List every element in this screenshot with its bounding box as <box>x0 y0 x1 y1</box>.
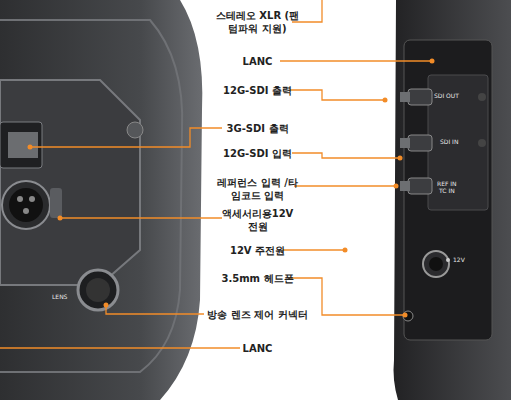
part-label: LANC <box>215 55 300 68</box>
part-label: 12V 주전원 <box>215 244 300 257</box>
knob <box>127 122 143 138</box>
part-label: 12G-SDI 입력 <box>215 147 300 160</box>
camera-body <box>0 0 202 400</box>
camera-side <box>394 0 511 400</box>
part-label: 레퍼런스 입력 /타임코드 입력 <box>215 176 300 202</box>
bnc-connector <box>400 89 486 105</box>
panel-marking: 12V <box>453 257 483 263</box>
leader-line <box>0 0 432 348</box>
panel-marking: LENS <box>52 294 82 300</box>
xlr-connector <box>2 181 50 229</box>
xlr-pin <box>23 208 29 214</box>
part-label: 12G-SDI 출력 <box>215 84 300 97</box>
part-label: 스테레오 XLR (팬텀파워 지원) <box>215 9 300 35</box>
power-connector <box>423 251 450 277</box>
sdi-connector <box>0 122 42 168</box>
sdi-connector <box>8 132 38 158</box>
part-label: 3.5mm 헤드폰 <box>215 272 300 285</box>
headphone-jack <box>403 311 413 321</box>
xlr-connector <box>9 188 43 222</box>
part-label: 액세서리용12V 전원 <box>215 207 300 233</box>
lens-connector <box>86 278 110 302</box>
leader-dot <box>28 59 435 318</box>
lens-connector <box>78 270 118 310</box>
body-panel <box>0 20 182 372</box>
panel-marking: TC IN <box>439 188 479 194</box>
xlr-pin <box>17 196 23 202</box>
xlr-pin <box>29 196 35 202</box>
connector-plate <box>0 80 140 285</box>
sdi-plate <box>428 75 488 210</box>
part-label: 방송 렌즈 제어 커넥터 <box>200 308 315 321</box>
part-label: LANC <box>215 342 300 355</box>
panel-marking: SDI OUT <box>434 93 474 99</box>
bnc-connector <box>400 178 432 194</box>
io-panel <box>404 40 492 340</box>
bnc-connector <box>400 135 486 151</box>
panel-marking: SDI IN <box>440 139 480 145</box>
panel-marking: REF IN <box>437 181 477 187</box>
part-label: 3G-SDI 출력 <box>215 122 300 135</box>
xlr-latch <box>50 188 62 218</box>
